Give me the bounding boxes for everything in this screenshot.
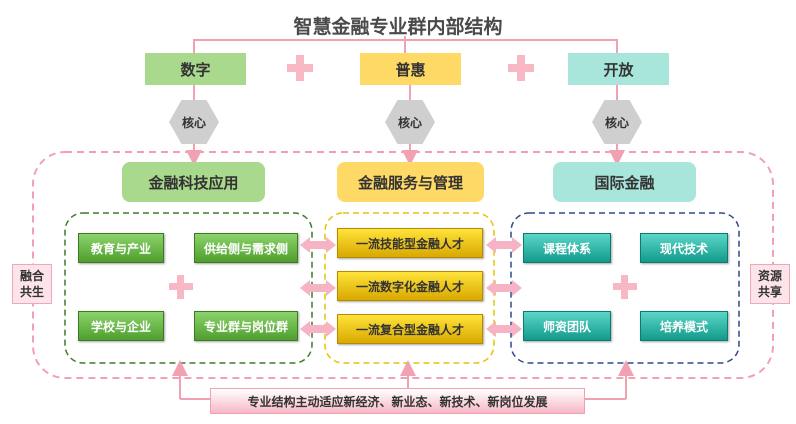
left-item-3: 学校与企业 — [78, 311, 164, 341]
top-box-inclusive: 普惠 — [360, 53, 461, 85]
left-item-1: 教育与产业 — [78, 233, 164, 263]
center-item-2: 一流数字化金融人才 — [337, 271, 483, 301]
category-international: 国际金融 — [553, 162, 696, 202]
double-arrows — [300, 237, 522, 337]
plus-signs — [169, 55, 637, 299]
center-item-1: 一流技能型金融人才 — [337, 228, 483, 258]
right-item-3: 师资团队 — [523, 311, 611, 341]
left-group-frame — [64, 212, 313, 364]
right-group-frame — [510, 212, 740, 364]
category-finance-service: 金融服务与管理 — [337, 162, 484, 202]
right-item-2: 现代技术 — [640, 233, 728, 263]
side-label-right: 资源共享 — [750, 264, 790, 304]
top-box-open: 开放 — [568, 53, 669, 85]
right-item-4: 培养模式 — [640, 311, 728, 341]
top-box-digital: 数字 — [145, 53, 246, 85]
right-item-1: 课程体系 — [523, 233, 611, 263]
side-label-left: 融合共生 — [12, 264, 52, 304]
category-fintech: 金融科技应用 — [122, 162, 265, 202]
left-item-4: 专业群与岗位群 — [194, 311, 298, 341]
core-hexagon-2: 核心 — [385, 100, 435, 144]
bottom-banner: 专业结构主动适应新经济、新业态、新技术、新岗位发展 — [210, 388, 585, 414]
left-item-2: 供给侧与需求侧 — [194, 233, 298, 263]
diagram-title: 智慧金融专业群内部结构 — [293, 16, 503, 38]
center-item-3: 一流复合型金融人才 — [337, 314, 483, 344]
